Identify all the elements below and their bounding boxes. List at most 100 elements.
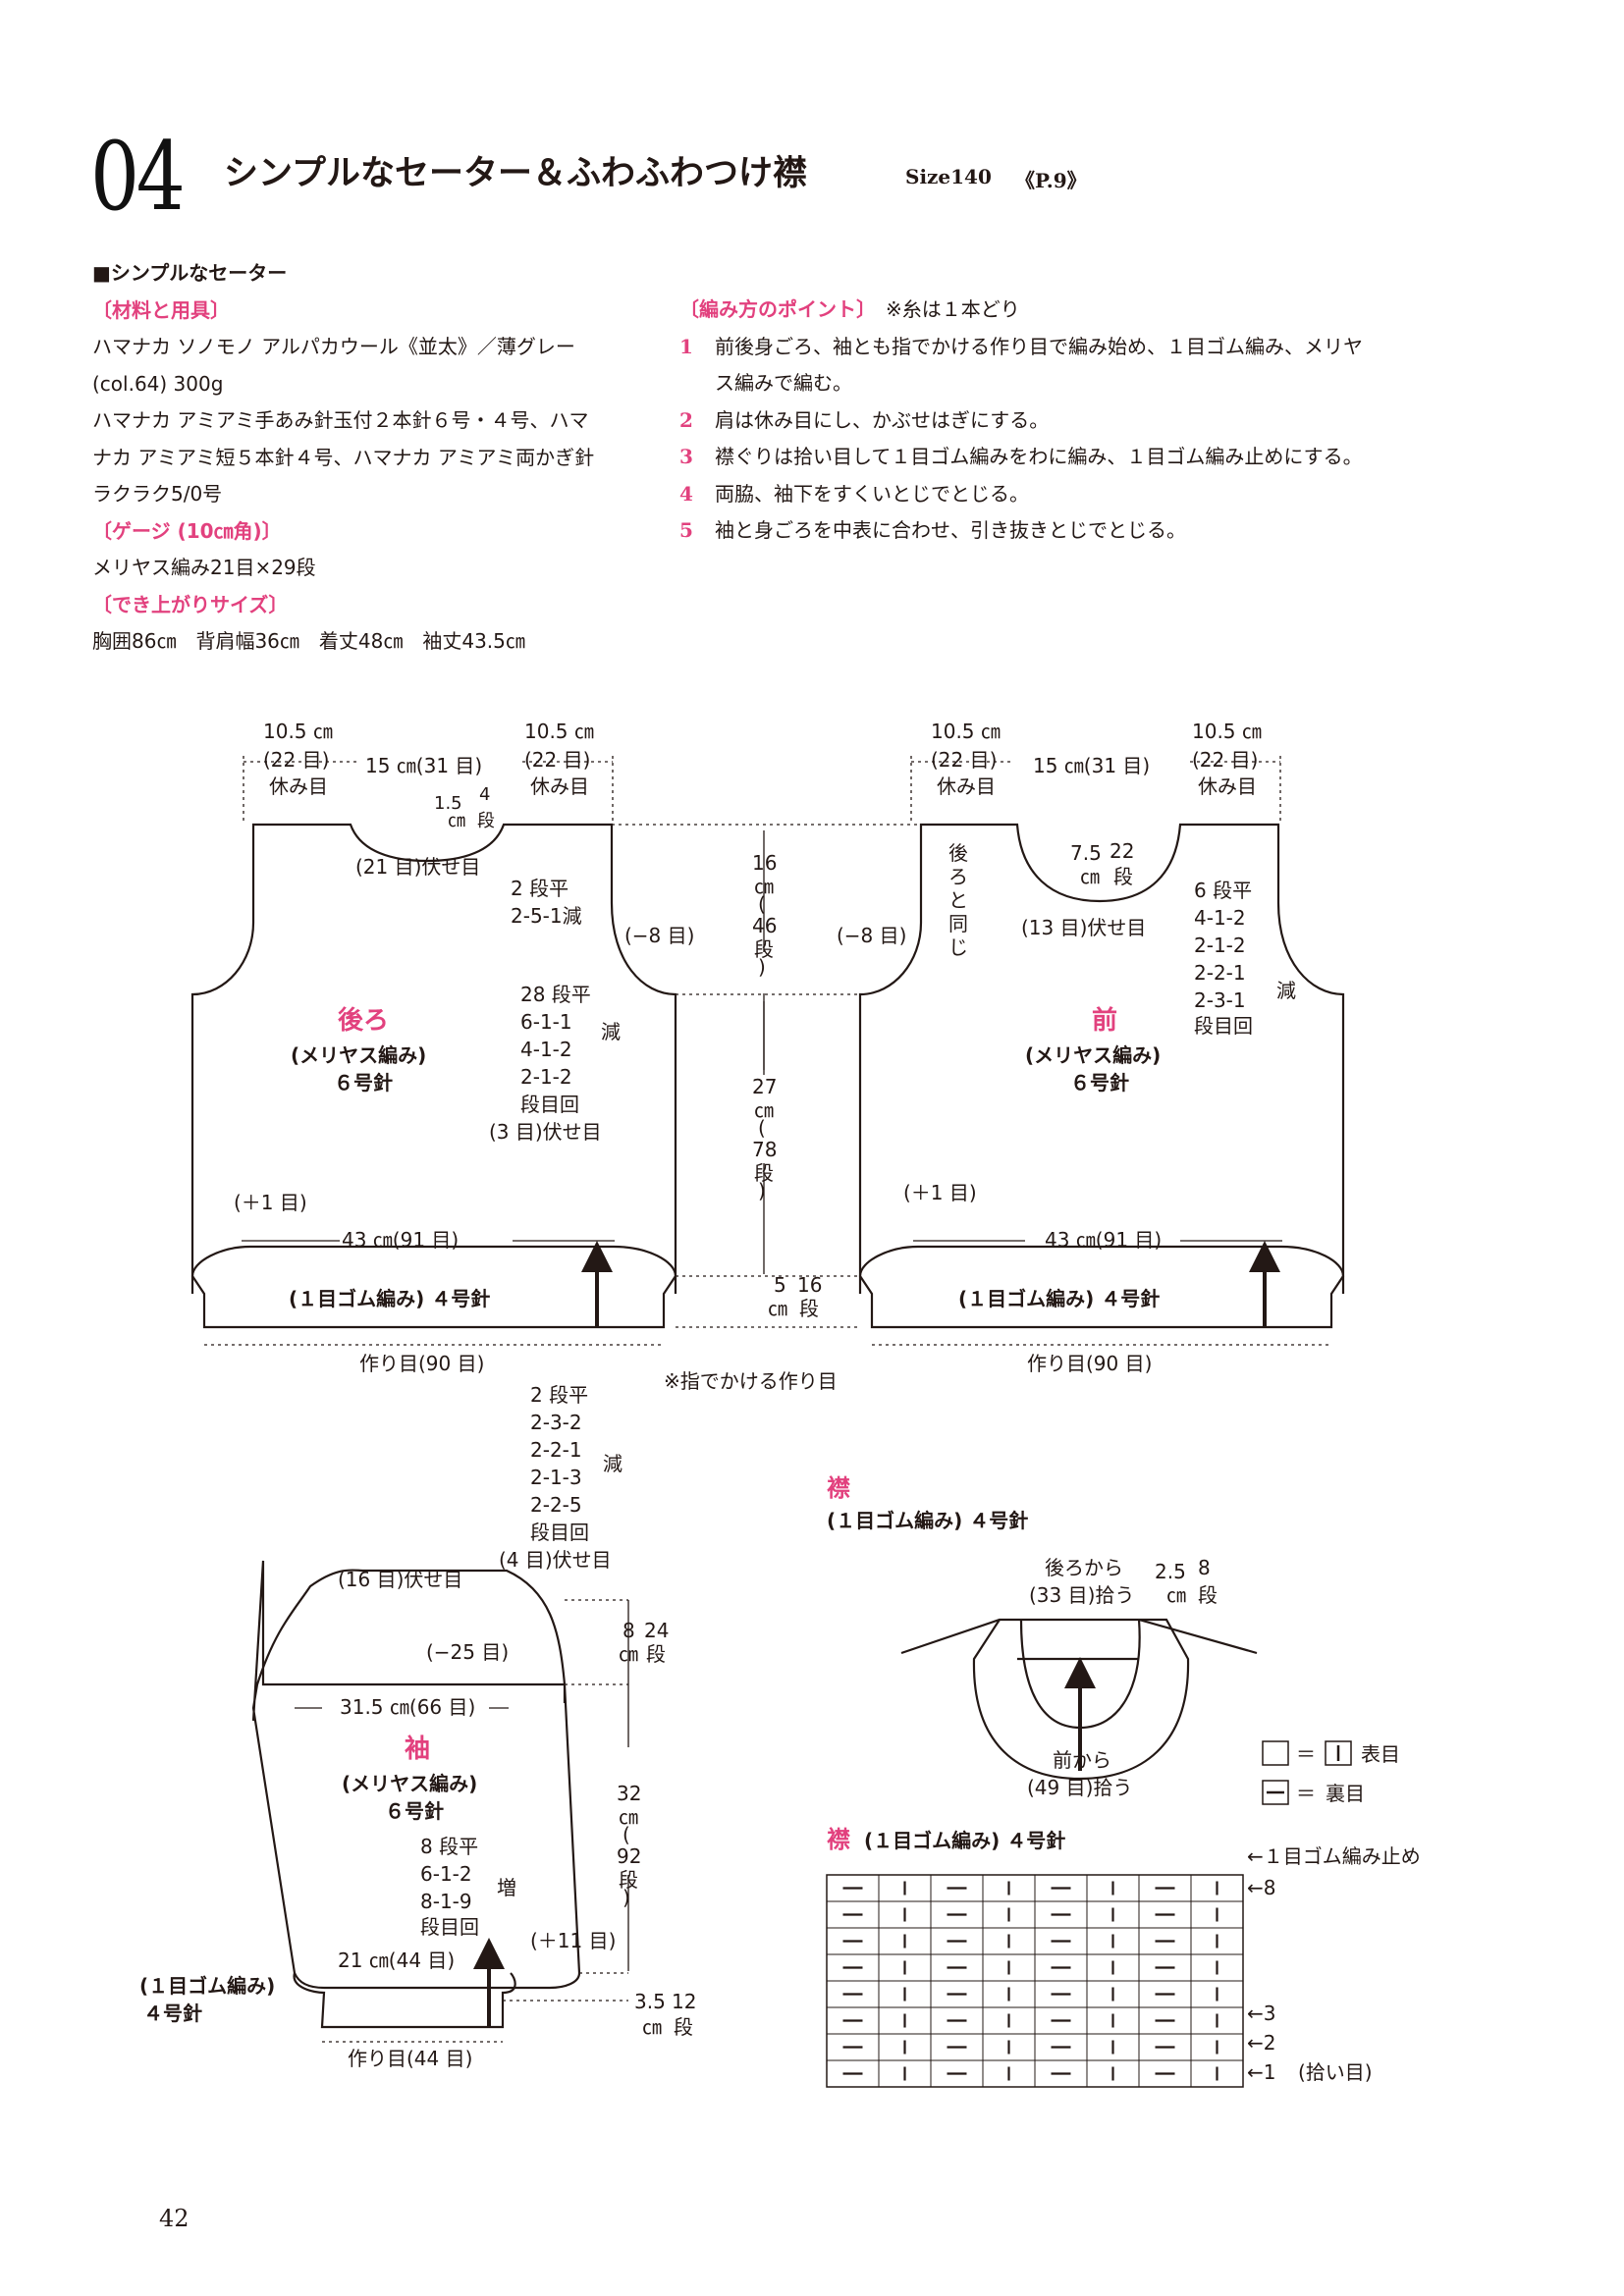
legend-purl-label: 裏目 xyxy=(1326,1782,1365,1805)
front-shoulder-left-cm: 10.5 ㎝ xyxy=(931,720,1001,743)
back-arm-dec: 2-1-2 xyxy=(520,1065,572,1089)
svg-text:段: 段 xyxy=(754,937,774,961)
step-text: 両脇、袖下をすくいとじでとじる。 xyxy=(715,481,1029,506)
size-label: Size140 xyxy=(905,165,992,188)
front-shoulder-right-cm: 10.5 ㎝ xyxy=(1192,720,1262,743)
sleeve-cap-cm: 8 xyxy=(623,1619,635,1642)
sleeve-width: 31.5 ㎝(66 目) xyxy=(340,1695,475,1719)
sleeve-cuff-width: 21 ㎝(44 目) xyxy=(338,1949,455,1972)
collar-stitch-chart xyxy=(826,1874,1244,2088)
front-neck-dec: 段目回 xyxy=(1194,1014,1253,1038)
back-shoulder-left-cm: 10.5 ㎝ xyxy=(263,720,333,743)
sleeve-cap-dec: 2-2-1 xyxy=(530,1438,582,1462)
sleeve-rib-cm-unit: ㎝ xyxy=(642,2015,662,2039)
knit-symbol-box xyxy=(1325,1740,1352,1766)
back-neck-bind: (21 目)伏せ目 xyxy=(355,855,480,879)
svg-text:(: ( xyxy=(623,1823,630,1846)
back-neck-depth-cm: 1.5 xyxy=(434,793,462,814)
points-heading: 〔編み方のポイント〕 ※糸は１本どり xyxy=(679,292,1363,329)
collar-depth-cm-unit: ㎝ xyxy=(1166,1583,1186,1607)
back-neck-depth-rows-unit: 段 xyxy=(477,811,495,831)
sleeve-needle: ６号針 xyxy=(385,1799,444,1823)
legend-knit-label: 表目 xyxy=(1361,1742,1400,1766)
sleeve-cap-dec: 段目回 xyxy=(530,1521,589,1544)
front-shoulder-right-rest: 休み目 xyxy=(1198,774,1257,798)
gauge-text: メリヤス編み21目×29段 xyxy=(92,556,316,579)
collar-name: 襟 xyxy=(827,1474,850,1502)
sleeve-cap-cm-unit: ㎝ xyxy=(619,1642,638,1666)
back-arm-dec: 4-1-2 xyxy=(520,1038,572,1061)
materials-line: ナカ アミアミ短５本針４号、ハマナカ アミアミ両かぎ針 xyxy=(92,445,595,469)
materials-line: ラクラク5/0号 xyxy=(92,482,223,506)
back-neck-dec-rows: 2 段平 xyxy=(511,877,568,900)
collar-back-pick: 後ろから xyxy=(1045,1556,1123,1579)
chart-title-name: 襟 xyxy=(827,1826,850,1853)
front-shoulder-left-rest: 休み目 xyxy=(937,774,996,798)
rib-length-cm-unit: ㎝ xyxy=(768,1297,787,1320)
front-neck-depth-cm-unit: ㎝ xyxy=(1080,865,1100,888)
front-same-as-back: 後ろ と同 じ xyxy=(948,841,968,959)
sleeve-rib-cm: 3.5 xyxy=(634,1990,666,2013)
svg-text:46: 46 xyxy=(752,914,777,937)
chart-title-rest: (１目ゴム編み) ４号針 xyxy=(864,1829,1065,1852)
pattern-number: 04 xyxy=(90,122,186,232)
front-shoulder-right-st: (22 目) xyxy=(1192,748,1258,772)
sleeve-cast-on: 作り目(44 目) xyxy=(348,2047,472,2070)
chart-cell xyxy=(1190,2059,1244,2088)
sleeve-cap-bind: (4 目)伏せ目 xyxy=(499,1548,612,1572)
page-number: 42 xyxy=(159,2205,189,2232)
rib-length-rows: 16 xyxy=(797,1273,822,1297)
back-arm-dec-label: 減 xyxy=(601,1020,621,1043)
back-cast-on: 作り目(90 目) xyxy=(359,1352,484,1375)
front-cast-on: 作り目(90 目) xyxy=(1027,1352,1152,1375)
back-arm-dec: 6-1-1 xyxy=(520,1010,572,1034)
size-heading: 〔でき上がりサイズ〕 xyxy=(92,592,289,616)
rib-length-rows-unit: 段 xyxy=(799,1297,819,1320)
sleeve-inc-total: (＋11 目) xyxy=(530,1929,616,1952)
front-neck-depth-cm: 7.5 xyxy=(1070,841,1102,865)
front-neck-dec: 2-3-1 xyxy=(1194,988,1246,1012)
front-rib-outline xyxy=(858,1245,1345,1329)
sleeve-inc-label: 増 xyxy=(497,1876,516,1899)
chart-bind-off: ←１目ゴム編み止め xyxy=(1247,1844,1421,1868)
back-neck-width: 15 ㎝(31 目) xyxy=(365,754,482,777)
page-reference: 《P.9》 xyxy=(1015,169,1087,192)
sleeve-rib-label: (１目ゴム編み) xyxy=(139,1974,275,1998)
chart-row-label-8: ←8 xyxy=(1247,1876,1275,1899)
back-arm-dec: 段目回 xyxy=(520,1093,579,1116)
sleeve-cap-dec: 2 段平 xyxy=(530,1383,588,1407)
svg-text:92: 92 xyxy=(617,1844,641,1868)
step-number: 1 xyxy=(679,334,693,358)
back-shoulder-left-st: (22 目) xyxy=(263,748,329,772)
step-number: 5 xyxy=(679,518,693,542)
step-number: 3 xyxy=(679,445,693,468)
front-width: 43 ㎝(91 目) xyxy=(1045,1228,1162,1252)
svg-text:段: 段 xyxy=(754,1161,774,1185)
step-5: 5 袖と身ごろを中表に合わせ、引き抜きとじでとじる。 xyxy=(679,512,1363,550)
chart-row-label-3: ←3 xyxy=(1247,2002,1275,2025)
sleeve-cap-rows-unit: 段 xyxy=(646,1642,666,1666)
step-text: 袖と身ごろを中表に合わせ、引き抜きとじでとじる。 xyxy=(715,518,1186,542)
step-text: 前後身ごろ、袖とも指でかける作り目で編み始め、１目ゴム編み、メリヤ xyxy=(715,334,1363,358)
sleeve-rib-rows: 12 xyxy=(672,1990,696,2013)
front-neck-bind: (13 目)伏せ目 xyxy=(1021,916,1146,939)
materials-heading: 〔材料と用具〕 xyxy=(92,297,230,322)
collar-depth-rows: 8 xyxy=(1198,1556,1211,1579)
sleeve-inc: 8 段平 xyxy=(420,1835,478,1858)
collar-outline xyxy=(972,1618,1190,1781)
sleeve-rib-rows-unit: 段 xyxy=(674,2015,693,2039)
step-number: 4 xyxy=(679,481,693,506)
collar-front-pick-st: (49 目)拾う xyxy=(1027,1776,1132,1799)
svg-text:段: 段 xyxy=(619,1868,638,1892)
back-arm-dec: 28 段平 xyxy=(520,983,591,1006)
front-armhole-dec: (−8 目) xyxy=(837,924,906,947)
front-increase: (＋1 目) xyxy=(903,1181,977,1204)
front-neck-dec: 6 段平 xyxy=(1194,879,1252,902)
step-text: ス編みで編む。 xyxy=(715,371,852,395)
back-arm-bind: (3 目)伏せ目 xyxy=(489,1120,602,1144)
page-title: シンプルなセーター＆ふわふわつけ襟 xyxy=(224,154,807,193)
materials-line: ハマナカ アミアミ手あみ針玉付２本針６号・４号、ハマ xyxy=(92,408,589,432)
